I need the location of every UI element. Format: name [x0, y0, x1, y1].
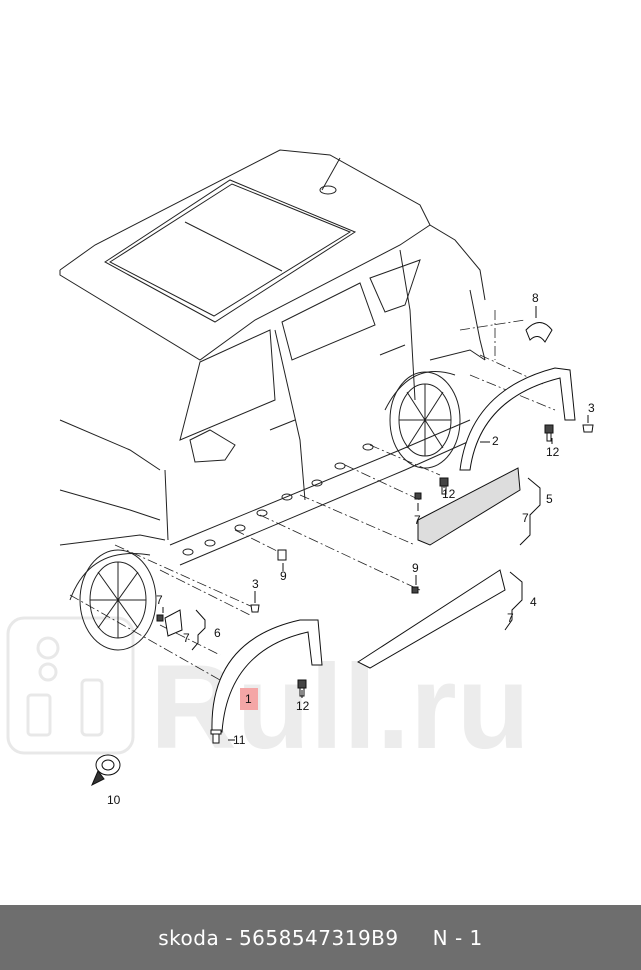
clip-9a: [277, 549, 287, 561]
callout-2: 2: [492, 434, 499, 448]
nut-3a: [250, 604, 260, 613]
callout-9b: 9: [412, 561, 419, 575]
clip-9b: [411, 586, 419, 594]
callout-10: 10: [107, 793, 121, 807]
rear-door-trim-strip: [417, 467, 521, 546]
callout-4: 4: [530, 595, 537, 609]
callout-7a: 7: [414, 513, 421, 527]
nut-3b: [582, 424, 594, 433]
bracket: [164, 609, 183, 637]
parts-diagram: Rull.ru: [6, 149, 595, 807]
clip-7b: [156, 614, 164, 622]
callout-1-highlight: [240, 688, 258, 710]
footer-part-number: 5658547319B9: [238, 925, 399, 950]
clip-12c: [544, 424, 554, 442]
footer-brand: skoda: [158, 925, 220, 950]
callout-12a: 12: [296, 699, 310, 713]
callout-ticks: [162, 306, 589, 698]
callout-11: 11: [233, 733, 246, 747]
callout-7c: 7: [156, 593, 163, 607]
front-wheel-arch-trim: [211, 619, 323, 733]
footer-bar: skoda - 5658547319B9 N - 1: [0, 905, 641, 970]
screw-11: [210, 729, 222, 744]
callout-1: 1: [245, 692, 252, 706]
tape-roll: [91, 754, 121, 787]
callout-7e: 7: [507, 611, 514, 625]
callout-labels: 1 2 3 3 4 5 6 7 7 7 7 7 8 9 9 10 11 12 1…: [107, 291, 595, 807]
footer-dash: -: [225, 925, 233, 950]
rear-wheel-arch-trim: [459, 367, 576, 471]
small-trim-cap: [525, 322, 553, 343]
clip-7a: [414, 492, 422, 500]
parts: [91, 322, 594, 787]
watermark-text: Rull.ru: [150, 640, 530, 774]
callout-9a: 9: [280, 569, 287, 583]
callout-12b: 12: [442, 487, 456, 501]
car-illustration: [59, 149, 486, 651]
callout-12c: 12: [546, 445, 560, 459]
callout-5: 5: [546, 492, 553, 506]
callout-7b: 7: [522, 511, 529, 525]
footer-page: N - 1: [432, 925, 483, 950]
callout-8: 8: [532, 291, 539, 305]
callout-6: 6: [214, 626, 221, 640]
callout-3b: 3: [588, 401, 595, 415]
callout-7d: 7: [183, 631, 190, 645]
lower-door-trim-strip: [356, 569, 506, 669]
group-brackets: [191, 477, 541, 741]
callout-3a: 3: [252, 577, 259, 591]
